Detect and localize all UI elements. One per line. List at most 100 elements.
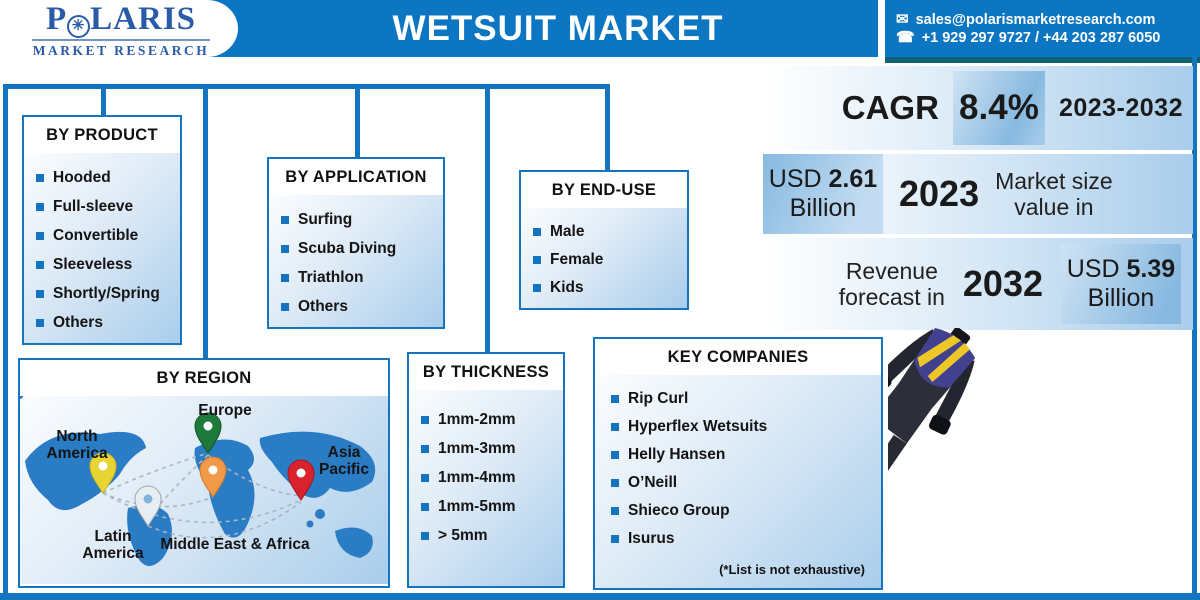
bullet-icon — [611, 423, 619, 431]
cagr-period: 2023-2032 — [1058, 93, 1183, 122]
connector-thickness — [485, 84, 490, 354]
brand-name: P✳LARIS — [45, 1, 197, 38]
brand-subtitle: MARKET RESEARCH — [32, 42, 210, 58]
list-item: Isurus — [611, 530, 871, 548]
list-item: Hooded — [36, 169, 170, 187]
header-accent-strip — [885, 57, 1200, 63]
list-item: Shieco Group — [611, 502, 871, 520]
box-by-thickness-title: BY THICKNESS — [409, 354, 563, 390]
envelope-icon: ✉ — [896, 11, 909, 28]
bullet-icon — [611, 479, 619, 487]
world-map: North America Europe Asia Pacific Latin … — [17, 393, 388, 584]
contact-block: ✉ sales@polarismarketresearch.com ☎ +1 9… — [896, 0, 1200, 57]
bullet-icon — [281, 244, 289, 253]
page-title: WETSUIT MARKET — [392, 8, 724, 48]
box-key-companies-title: KEY COMPANIES — [595, 339, 881, 375]
forecast-band: Revenue forecast in 2032 USD 5.39 Billio… — [763, 238, 1193, 330]
bullet-icon — [281, 273, 289, 282]
forecast-year: 2032 — [962, 263, 1043, 304]
compass-star-icon: ✳ — [67, 14, 91, 38]
list-item: Others — [281, 298, 433, 316]
bullet-icon — [281, 215, 289, 224]
list-item: 1mm-2mm — [421, 411, 553, 429]
phone-icon: ☎ — [896, 29, 915, 46]
connector-region — [203, 84, 208, 360]
market-size-band: USD 2.61 Billion 2023 Market size value … — [763, 154, 1193, 234]
market-size-year: 2023 — [899, 173, 980, 214]
bullet-icon — [36, 231, 44, 240]
forecast-value: USD 5.39 Billion — [1061, 244, 1181, 324]
list-item: Surfing — [281, 211, 433, 229]
bullet-icon — [611, 507, 619, 515]
forecast-caption: Revenue forecast in — [838, 258, 945, 310]
list-item: Scuba Diving — [281, 240, 433, 258]
bullet-icon — [421, 416, 429, 424]
bullet-icon — [421, 474, 429, 482]
box-by-application-title: BY APPLICATION — [269, 159, 443, 195]
bullet-icon — [611, 395, 619, 403]
list-item: Others — [36, 314, 170, 332]
region-label-latin-america: Latin America — [82, 528, 144, 562]
region-label-middle-east-africa: Middle East & Africa — [160, 536, 310, 553]
contact-phone[interactable]: ☎ +1 929 297 9727 / +44 203 287 6050 — [896, 30, 1200, 46]
list-item: O’Neill — [611, 474, 871, 492]
bullet-icon — [36, 289, 44, 298]
list-item: Shortly/Spring — [36, 285, 170, 303]
bullet-icon — [281, 302, 289, 311]
contact-phone-text: +1 929 297 9727 / +44 203 287 6050 — [921, 29, 1161, 46]
bullet-icon — [36, 260, 44, 269]
box-by-region-title: BY REGION — [20, 360, 388, 396]
list-item: Kids — [533, 279, 677, 297]
bullet-icon — [36, 318, 44, 327]
box-by-application: BY APPLICATION Surfing Scuba Diving Tria… — [267, 157, 445, 329]
box-by-end-use-title: BY END-USE — [521, 172, 687, 208]
logo-divider — [32, 38, 210, 41]
bullet-icon — [421, 445, 429, 453]
list-item: > 5mm — [421, 527, 553, 545]
pin-middle-east-africa — [199, 456, 227, 498]
contact-email[interactable]: ✉ sales@polarismarketresearch.com — [896, 12, 1200, 28]
bullet-icon — [533, 284, 541, 292]
bullet-icon — [611, 535, 619, 543]
region-label-asia-pacific: Asia Pacific — [319, 444, 369, 478]
list-item: Triathlon — [281, 269, 433, 287]
list-item: Rip Curl — [611, 390, 871, 408]
wetsuit-image — [888, 328, 976, 525]
bullet-icon — [611, 451, 619, 459]
cagr-label: CAGR — [841, 89, 939, 126]
contact-email-text: sales@polarismarketresearch.com — [915, 11, 1156, 28]
list-item: Helly Hansen — [611, 446, 871, 464]
region-label-europe: Europe — [198, 402, 252, 419]
bullet-icon — [36, 173, 44, 182]
bullet-icon — [421, 532, 429, 540]
bullet-icon — [421, 503, 429, 511]
header-separator — [878, 0, 885, 57]
bullet-icon — [36, 202, 44, 211]
connector-application — [355, 84, 360, 159]
cagr-value: 8.4% — [952, 71, 1045, 145]
box-by-thickness: BY THICKNESS 1mm-2mm 1mm-3mm 1mm-4mm 1mm… — [407, 352, 565, 588]
pin-europe — [194, 412, 222, 454]
list-item: Full-sleeve — [36, 198, 170, 216]
list-item: Convertible — [36, 227, 170, 245]
list-item: Female — [533, 251, 677, 269]
market-size-caption: Market size value in — [995, 168, 1113, 220]
connector-end-use — [605, 84, 610, 172]
list-item: Sleeveless — [36, 256, 170, 274]
box-by-region: BY REGION — [17, 358, 390, 588]
brand-logo: P✳LARIS MARKET RESEARCH — [26, 2, 216, 59]
pin-latin-america — [134, 485, 162, 527]
region-label-north-america: North America — [46, 428, 108, 462]
list-item: 1mm-5mm — [421, 498, 553, 516]
bullet-icon — [533, 256, 541, 264]
list-item: Hyperflex Wetsuits — [611, 418, 871, 436]
box-by-end-use: BY END-USE Male Female Kids — [519, 170, 689, 310]
connector-horizontal — [3, 84, 610, 89]
connector-product — [101, 84, 106, 117]
box-by-product-title: BY PRODUCT — [24, 117, 180, 153]
list-item: Male — [533, 223, 677, 241]
bullet-icon — [533, 228, 541, 236]
location-pins — [89, 412, 315, 527]
pin-north-america — [89, 452, 117, 494]
